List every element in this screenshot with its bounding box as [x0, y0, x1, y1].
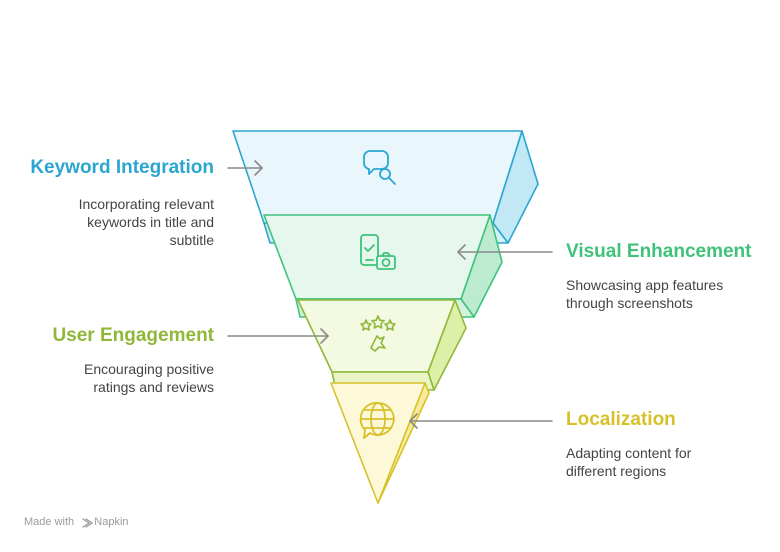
globe-chat-icon [359, 402, 395, 439]
stage-title-keyword-integration: Keyword Integration [30, 157, 214, 178]
made-with-label: Made with [24, 516, 75, 528]
stage-description-localization: Adapting content for different regions [566, 444, 691, 480]
phone-camera-icon [360, 234, 396, 270]
description-line: Adapting content for [566, 445, 692, 461]
stage-title-localization: Localization [566, 409, 676, 430]
description-line: Incorporating relevant [78, 196, 214, 212]
description-line: Showcasing app features [566, 277, 724, 293]
arrow-keyword-integration [227, 160, 263, 176]
stage-description-user-engagement: Encouraging positive ratings and reviews [84, 360, 214, 396]
description-line: ratings and reviews [93, 379, 214, 395]
stars-rating-icon [360, 315, 396, 352]
arrow-visual-enhancement [457, 244, 553, 260]
description-line: subtitle [169, 232, 214, 248]
funnel-layer-localization [330, 382, 430, 504]
stage-description-keyword-integration: Incorporating relevant keywords in title… [79, 195, 214, 249]
description-line: keywords in title and [87, 214, 214, 230]
stage-description-visual-enhancement: Showcasing app features through screensh… [566, 276, 723, 312]
napkin-brand-label: Napkin [94, 516, 129, 528]
arrow-localization [409, 413, 553, 429]
made-with-napkin-footer: Made with Napkin [24, 516, 129, 528]
napkin-logo-icon [82, 518, 94, 528]
description-line: different regions [566, 463, 667, 479]
search-chat-icon [363, 150, 396, 185]
stage-title-visual-enhancement: Visual Enhancement [566, 241, 752, 262]
stage-title-user-engagement: User Engagement [52, 325, 214, 346]
description-line: Encouraging positive [84, 361, 214, 377]
description-line: through screenshots [566, 295, 693, 311]
arrow-user-engagement [227, 328, 329, 344]
